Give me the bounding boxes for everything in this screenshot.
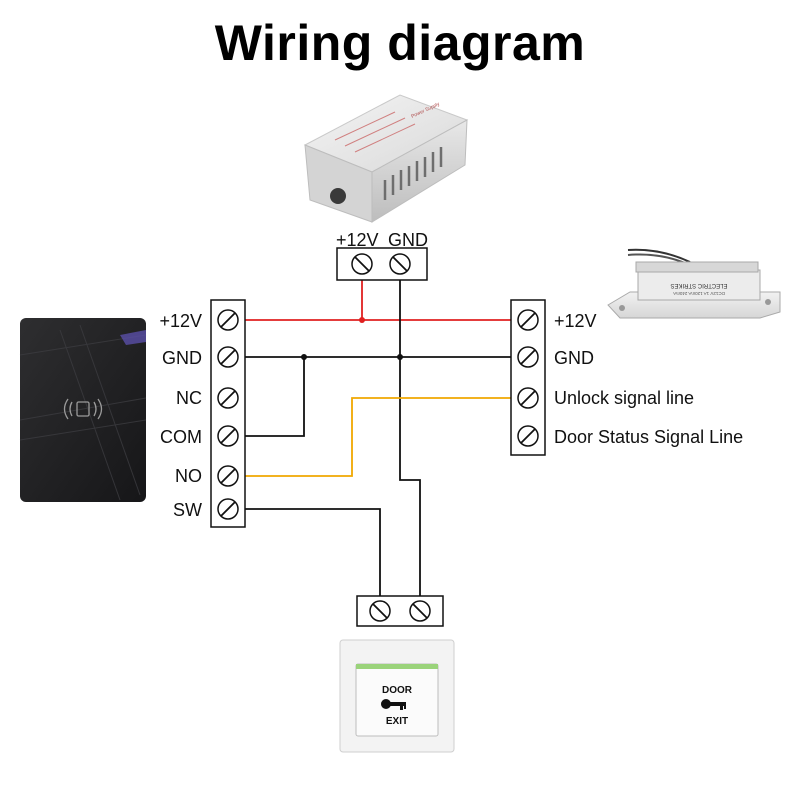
terminal-screw xyxy=(517,309,539,331)
power-supply-image xyxy=(303,94,469,223)
wire-com-ground xyxy=(228,357,305,437)
terminal-screw xyxy=(217,498,239,520)
reader-label-gnd: GND xyxy=(162,348,202,368)
reader-label-no: NO xyxy=(175,466,202,486)
lock-label-12v: +12V xyxy=(554,311,597,331)
lock-label-door-status: Door Status Signal Line xyxy=(554,427,744,447)
reader-label-sw: SW xyxy=(173,500,202,520)
exit-button-terminal-block xyxy=(356,595,444,627)
psu-label-gnd: GND xyxy=(388,230,428,250)
lock-terminal-block xyxy=(510,299,546,456)
terminal-screw xyxy=(217,425,239,447)
strike-product-text: ELECTRIC STRIKES xyxy=(670,282,727,288)
reader-terminal-block xyxy=(210,299,246,528)
reader-label-com: COM xyxy=(160,427,202,447)
rfid-icon xyxy=(63,398,103,420)
terminal-screw xyxy=(217,465,239,487)
key-icon xyxy=(381,699,406,710)
junction-dot xyxy=(397,354,403,360)
terminal-screw xyxy=(217,387,239,409)
junction-dot xyxy=(359,317,365,323)
terminal-screw xyxy=(517,346,539,368)
terminal-screw xyxy=(369,600,391,622)
power-supply-terminal-block xyxy=(336,247,428,281)
exit-button-text-door: DOOR xyxy=(382,685,413,696)
strike-spec-text: DC12V 1A 120mA 240mA xyxy=(673,291,725,296)
wire-ground-main xyxy=(399,263,421,610)
terminal-screw xyxy=(217,309,239,331)
terminal-screw xyxy=(409,600,431,622)
wire-junctions xyxy=(301,317,403,360)
terminal-screw xyxy=(517,425,539,447)
lock-label-gnd: GND xyxy=(554,348,594,368)
card-reader-image xyxy=(19,318,147,502)
electric-strike-image xyxy=(607,248,781,319)
terminal-screw xyxy=(517,387,539,409)
reader-label-12v: +12V xyxy=(159,311,202,331)
exit-button-text-exit: EXIT xyxy=(386,716,408,727)
lock-label-unlock-signal: Unlock signal line xyxy=(554,388,695,408)
wire-sw-exit xyxy=(228,508,381,610)
psu-label-12v: +12V xyxy=(336,230,379,250)
wires xyxy=(228,263,528,610)
terminal-screw xyxy=(351,253,373,275)
terminal-screw xyxy=(389,253,411,275)
reader-label-nc: NC xyxy=(176,388,202,408)
junction-dot xyxy=(301,354,307,360)
diagram-title: Wiring diagram xyxy=(214,15,586,71)
terminal-screw xyxy=(217,346,239,368)
wire-no-unlock xyxy=(228,397,528,477)
exit-button-image xyxy=(339,639,455,753)
